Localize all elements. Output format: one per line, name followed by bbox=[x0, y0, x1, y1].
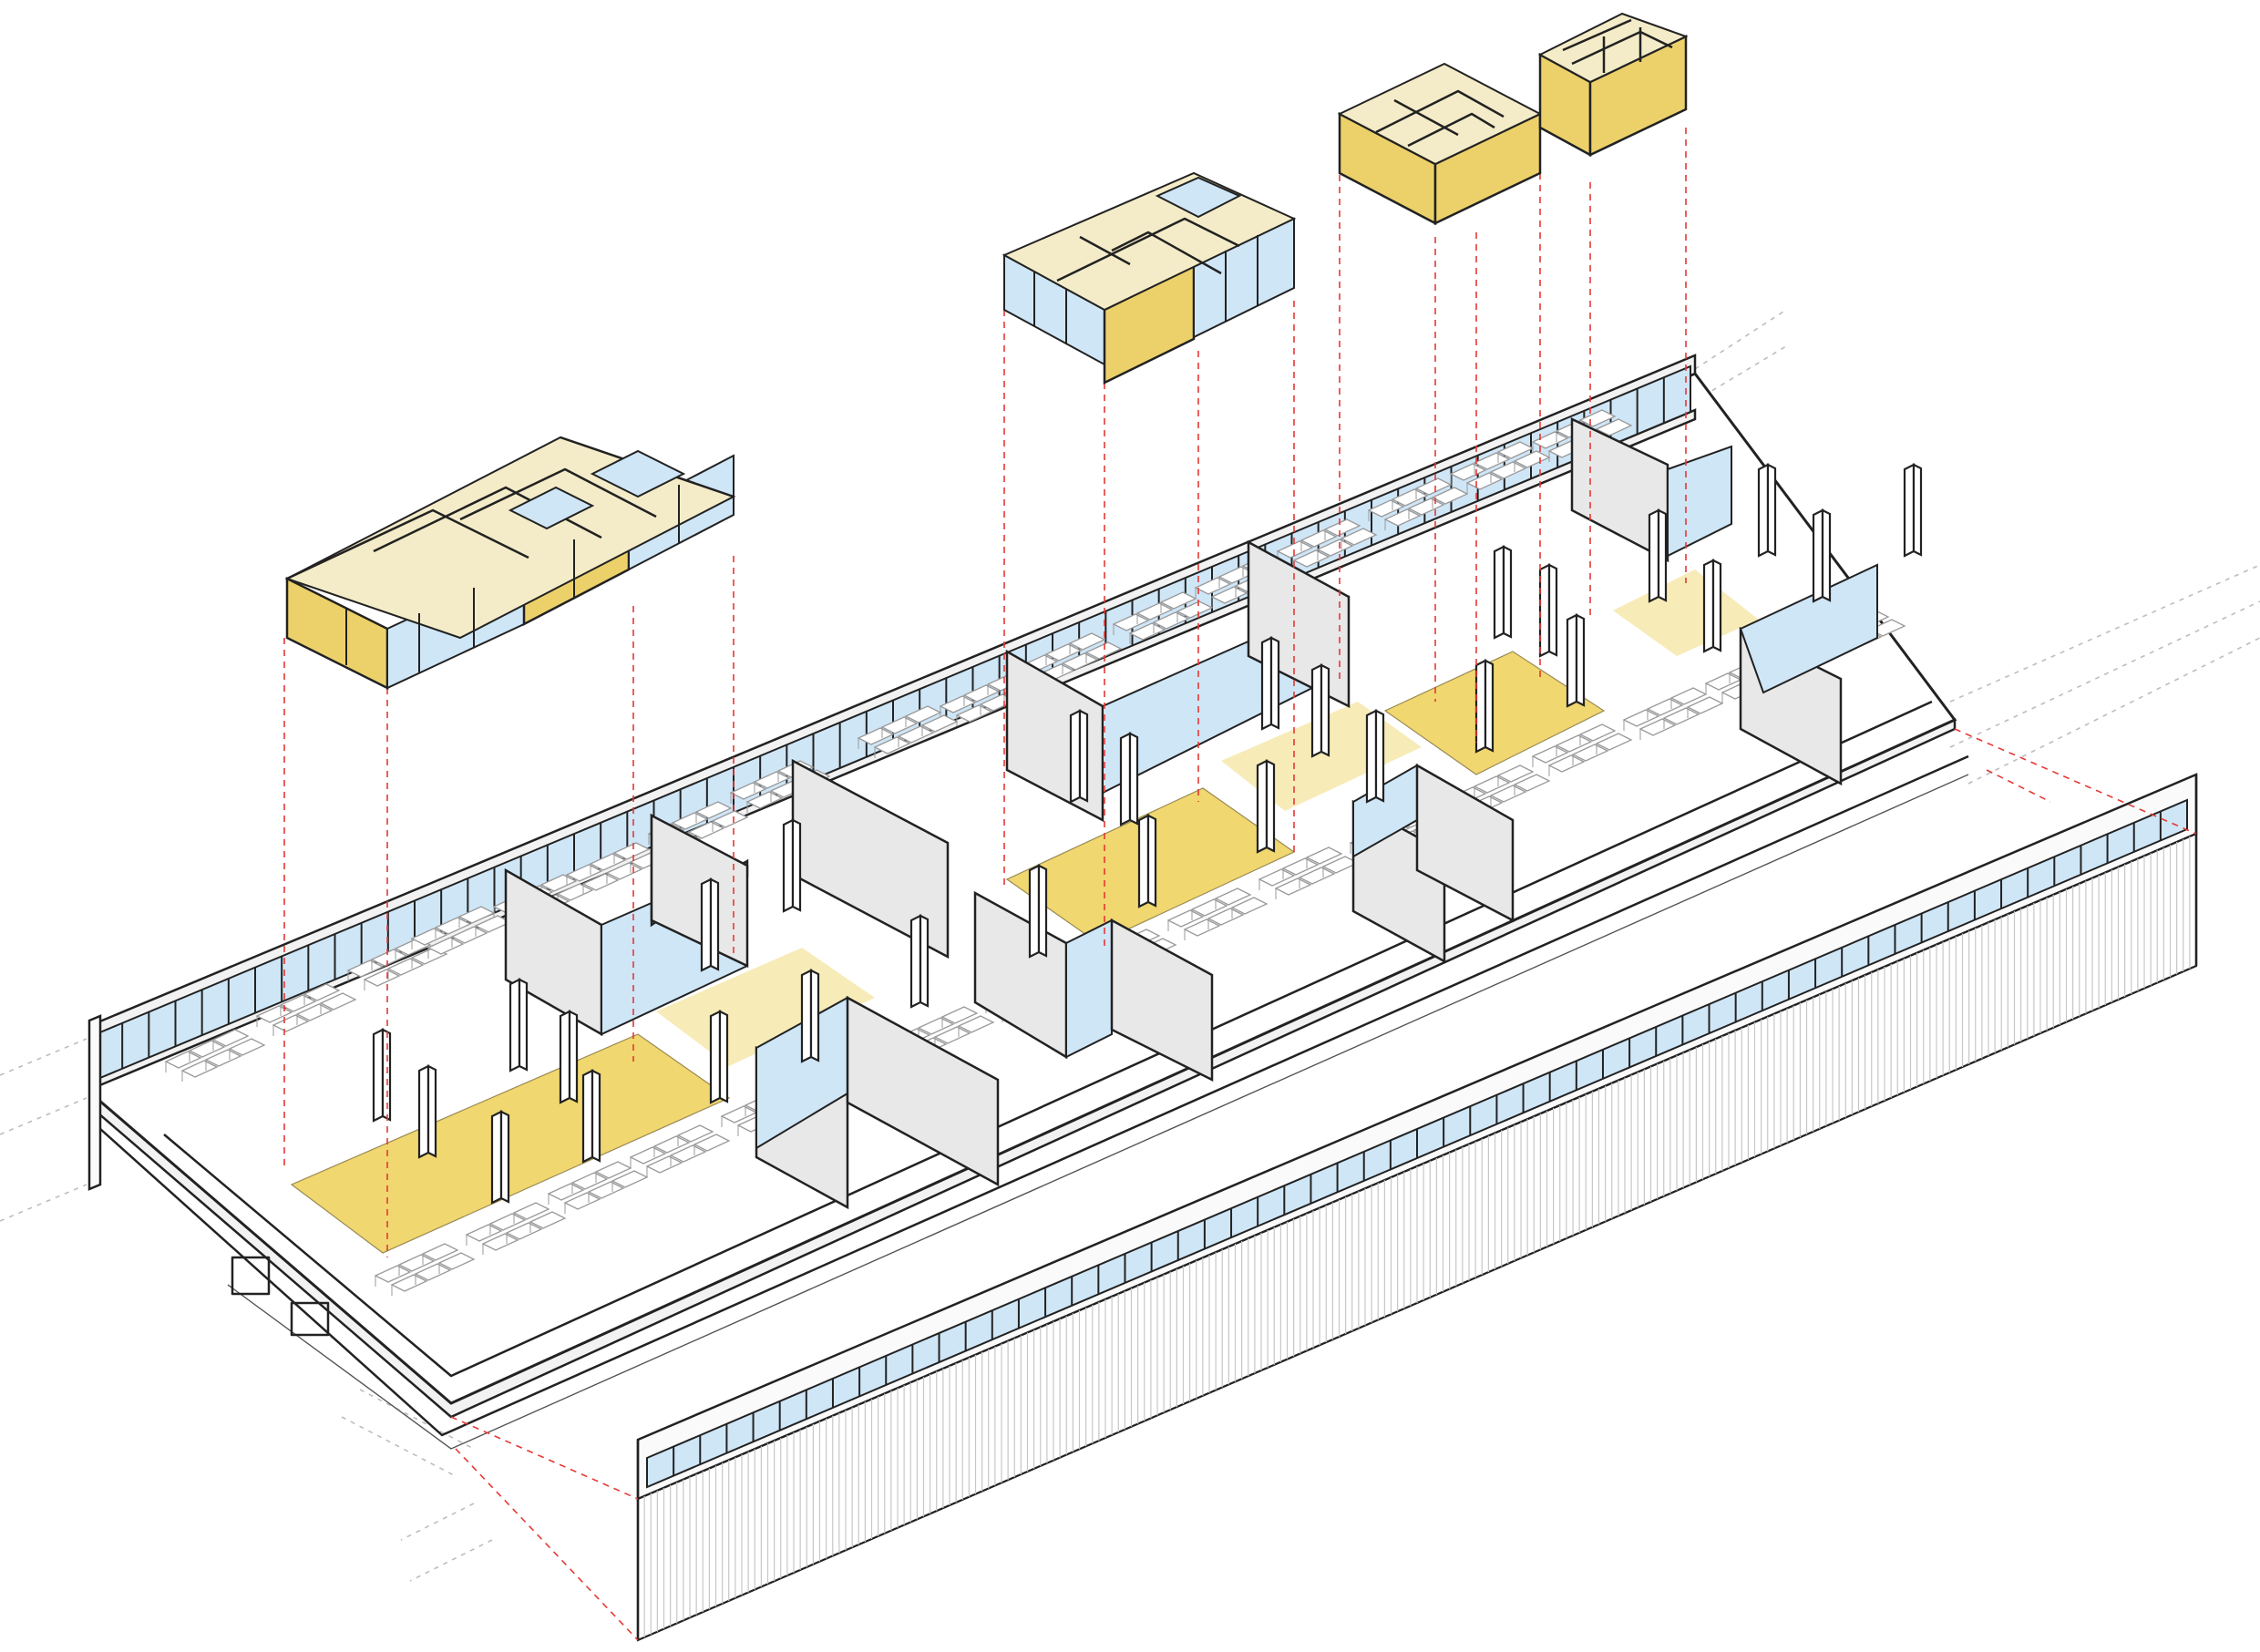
structural-column bbox=[490, 1110, 510, 1205]
exploded-volume-3 bbox=[1337, 62, 1543, 226]
structural-columns bbox=[372, 463, 1923, 1205]
structural-column bbox=[800, 969, 820, 1063]
structural-column bbox=[1474, 659, 1495, 754]
desk-cluster bbox=[465, 1202, 567, 1255]
structural-column bbox=[508, 978, 529, 1072]
structural-column bbox=[782, 818, 802, 913]
structural-column bbox=[1069, 709, 1089, 804]
desk-cluster bbox=[1531, 723, 1633, 776]
desk-cluster bbox=[629, 1124, 731, 1177]
structural-column bbox=[700, 877, 720, 972]
structural-column bbox=[1028, 864, 1048, 959]
desk-cluster bbox=[255, 983, 357, 1036]
structural-column bbox=[1137, 814, 1157, 908]
structural-column bbox=[1256, 759, 1276, 854]
exploded-volume-4 bbox=[1537, 12, 1689, 158]
desk-cluster bbox=[374, 1243, 476, 1296]
desk-cluster bbox=[164, 1029, 266, 1082]
structural-column bbox=[372, 1028, 392, 1123]
structural-column bbox=[909, 914, 930, 1009]
structural-column bbox=[559, 1010, 579, 1104]
structural-column bbox=[1812, 508, 1832, 603]
context-lines bbox=[0, 309, 2260, 1582]
structural-column bbox=[1648, 508, 1668, 603]
desk-cluster bbox=[565, 842, 667, 895]
structural-column bbox=[417, 1064, 437, 1159]
exploded-facade-panel bbox=[636, 773, 2198, 1642]
structural-column bbox=[1757, 463, 1777, 558]
structural-column bbox=[1310, 663, 1330, 758]
desk-cluster bbox=[1258, 847, 1360, 899]
exploded-volume-1 bbox=[284, 436, 736, 691]
structural-column bbox=[1903, 463, 1923, 558]
meeting-room-6 bbox=[1739, 563, 1878, 786]
desk-cluster bbox=[547, 1161, 649, 1214]
partition-wall-3 bbox=[1570, 417, 1732, 563]
projection-lines bbox=[283, 114, 2197, 1641]
structural-column bbox=[709, 1010, 729, 1104]
desk-cluster bbox=[410, 906, 512, 959]
structural-column bbox=[1365, 709, 1385, 804]
structural-column bbox=[581, 1069, 601, 1164]
meeting-room-5 bbox=[1351, 763, 1515, 964]
structural-column bbox=[1260, 636, 1280, 731]
structural-column bbox=[1119, 732, 1139, 826]
desk-cluster bbox=[857, 705, 959, 758]
structural-column bbox=[1702, 559, 1722, 653]
desk-cluster bbox=[1166, 888, 1269, 940]
structural-column bbox=[1566, 613, 1586, 708]
desk-cluster bbox=[1276, 518, 1378, 571]
structural-column bbox=[1493, 545, 1513, 640]
exploded-volume-2 bbox=[1002, 171, 1297, 385]
structural-column bbox=[1538, 563, 1558, 658]
